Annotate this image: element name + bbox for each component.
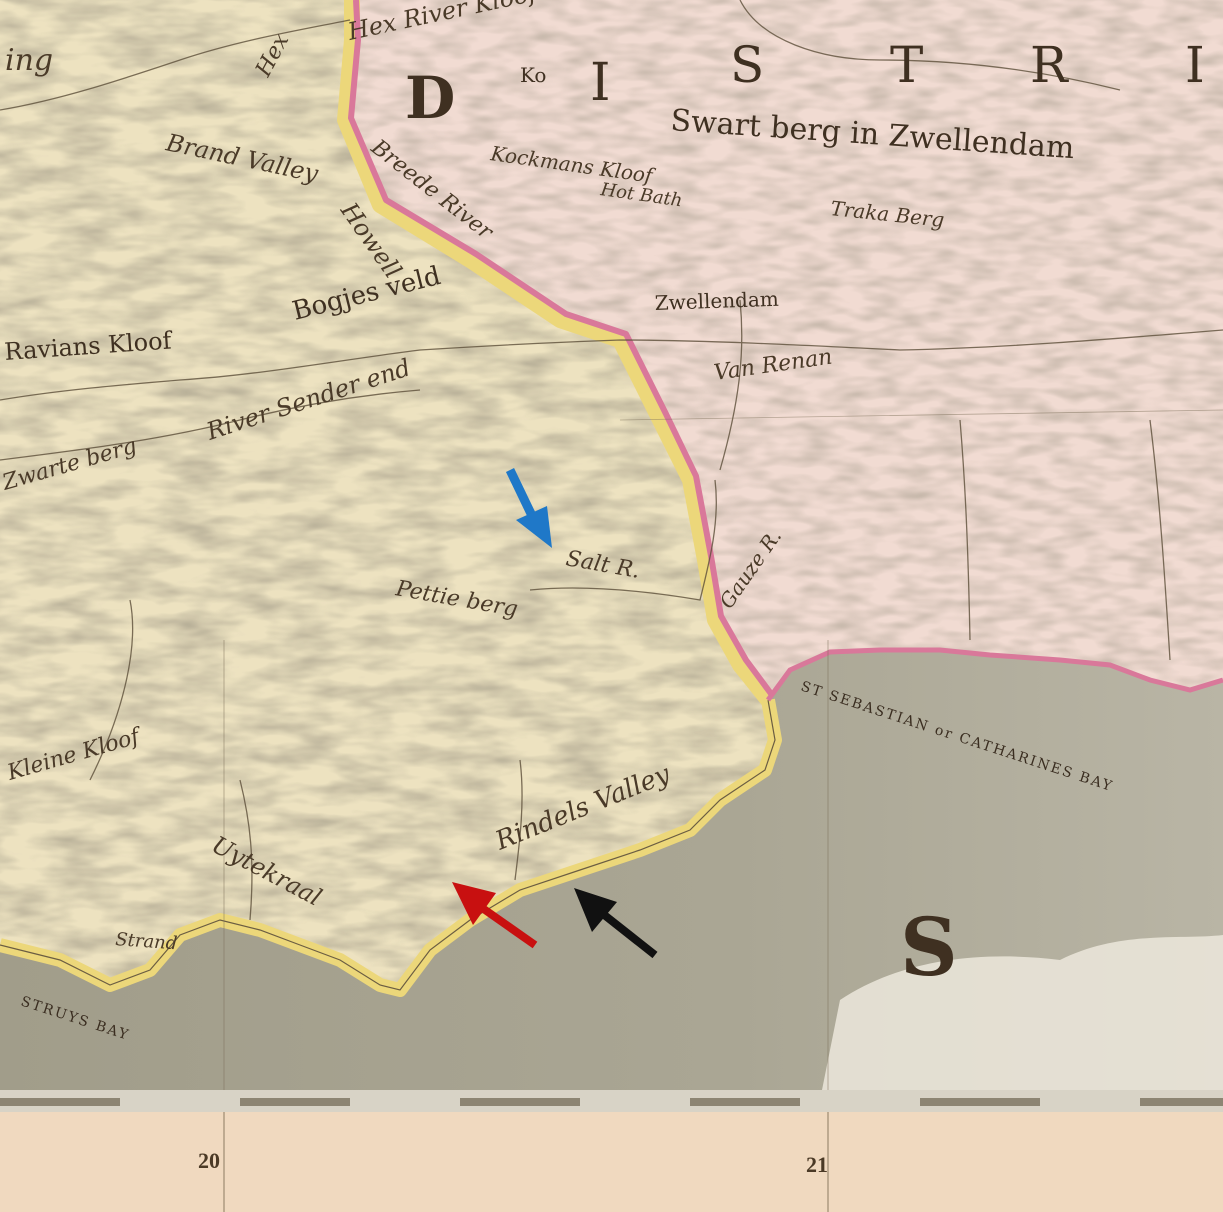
rivers xyxy=(0,0,1223,921)
sea-fade xyxy=(820,935,1223,1100)
district-letter-i2: I xyxy=(1185,36,1205,94)
label-zwellendam: Zwellendam xyxy=(654,287,779,315)
blue-arrow xyxy=(505,468,552,548)
longitude-label-21: 21 xyxy=(806,1152,828,1177)
sea-letter-s: S xyxy=(900,900,958,994)
boundary-pink xyxy=(348,0,775,697)
longitude-label-20: 20 xyxy=(198,1148,220,1173)
parallel-line xyxy=(619,409,1223,421)
scale-border xyxy=(0,1090,1223,1112)
district-fragment-ko: Ko xyxy=(520,63,546,87)
district-letter-s: S xyxy=(730,36,764,94)
district-letter-t: T xyxy=(890,36,923,94)
scale-ticks xyxy=(0,1098,1223,1106)
district-letter-d: D xyxy=(405,64,455,132)
map-margin xyxy=(0,1112,1223,1212)
red-arrow xyxy=(452,882,538,949)
black-arrow xyxy=(574,888,658,959)
label-strand: Strand xyxy=(115,929,178,954)
district-coast-border xyxy=(765,647,1223,702)
coastline xyxy=(0,699,776,991)
district-letter-i: I xyxy=(590,53,611,113)
label-ing: ing xyxy=(5,43,53,78)
district-letter-r: R xyxy=(1030,36,1069,94)
